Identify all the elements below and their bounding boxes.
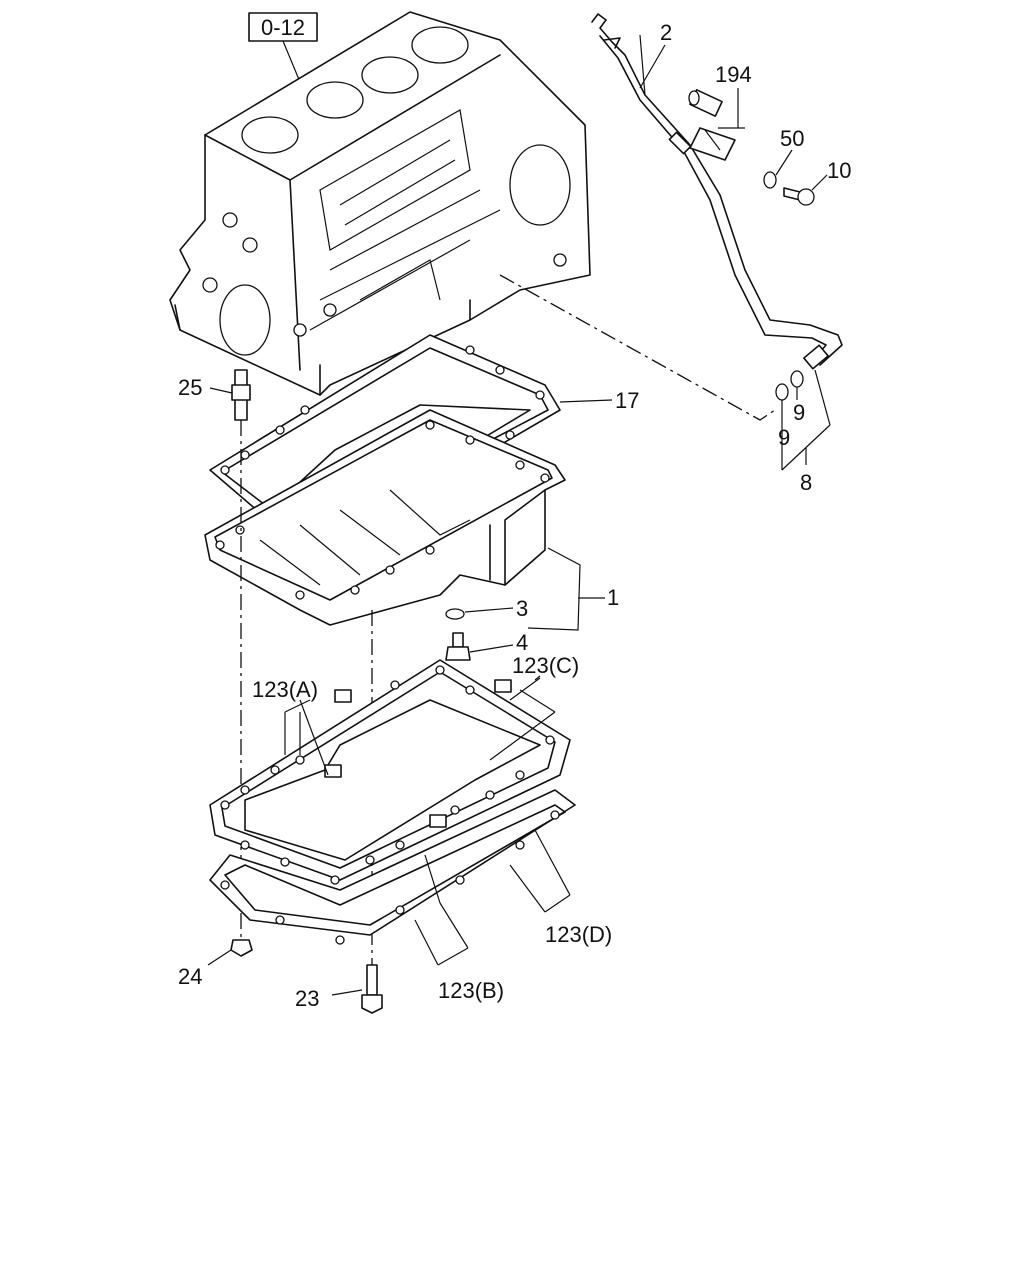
label-50: 50 <box>780 126 804 151</box>
part-4-drain-plug: 4 <box>445 630 528 661</box>
label-194: 194 <box>715 62 752 87</box>
reference-box-label: 0-12 <box>261 15 305 40</box>
dipstick-assembly: 2 <box>591 13 843 370</box>
label-8: 8 <box>800 470 812 495</box>
part-1-oil-pan: 1 <box>204 409 619 631</box>
label-123-a: 123(A) <box>252 677 318 702</box>
part-9-orings: 9 9 8 <box>775 369 831 495</box>
part-25-stud: 25 <box>178 369 251 421</box>
label-123-b: 123(B) <box>438 978 504 1003</box>
label-4: 4 <box>516 630 528 655</box>
cylinder-block <box>169 11 591 396</box>
part-24-nut: 24 <box>178 939 253 989</box>
label-3: 3 <box>516 596 528 621</box>
part-23-bolt: 23 <box>295 964 383 1014</box>
label-25: 25 <box>178 375 202 400</box>
part-194-bracket: 194 <box>688 62 752 161</box>
label-9-lower: 9 <box>778 425 790 450</box>
label-9-upper: 9 <box>793 400 805 425</box>
label-1: 1 <box>607 585 619 610</box>
label-23: 23 <box>295 986 319 1011</box>
reference-box: 0-12 <box>248 12 318 83</box>
part-3-washer: 3 <box>445 596 528 621</box>
label-2: 2 <box>660 20 672 45</box>
part-10-bolt: 10 <box>783 158 851 206</box>
label-123-d: 123(D) <box>545 922 612 947</box>
part-50-washer: 50 <box>763 126 804 189</box>
label-24: 24 <box>178 964 202 989</box>
label-17: 17 <box>615 388 639 413</box>
part-123-gasket-set: 123(A) 123(C) 123(D) 123(B) <box>209 653 612 1003</box>
label-10: 10 <box>827 158 851 183</box>
label-123-c: 123(C) <box>512 653 579 678</box>
